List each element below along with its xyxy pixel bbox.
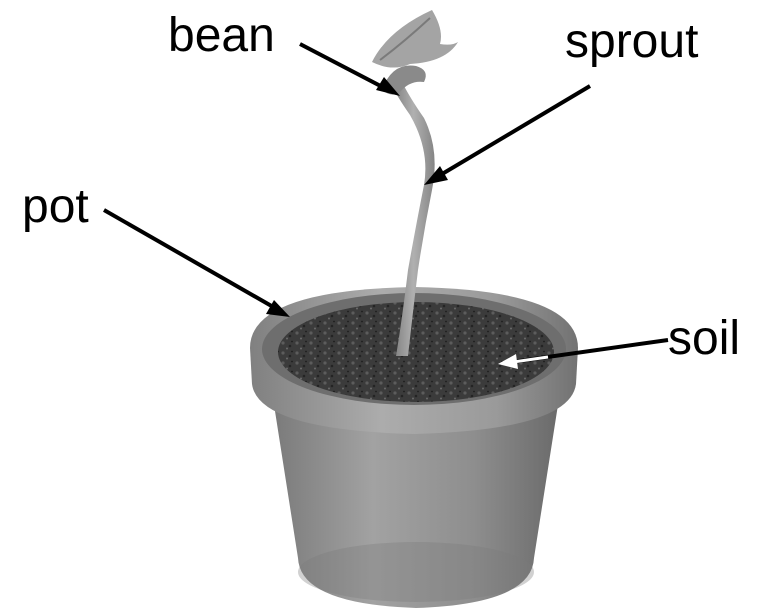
bean-label: bean [168, 12, 275, 60]
soil-surface [278, 302, 554, 402]
pot-base-shadow [298, 542, 534, 602]
pot-illustration [250, 287, 578, 608]
pot-pointer [104, 210, 282, 312]
bean-pointer [300, 44, 392, 92]
pot-label: pot [22, 183, 89, 231]
sprout-label: sprout [565, 18, 698, 66]
soil-label: soil [668, 315, 740, 363]
sprout-pointer [432, 86, 590, 180]
sprout-leaf [372, 10, 458, 68]
